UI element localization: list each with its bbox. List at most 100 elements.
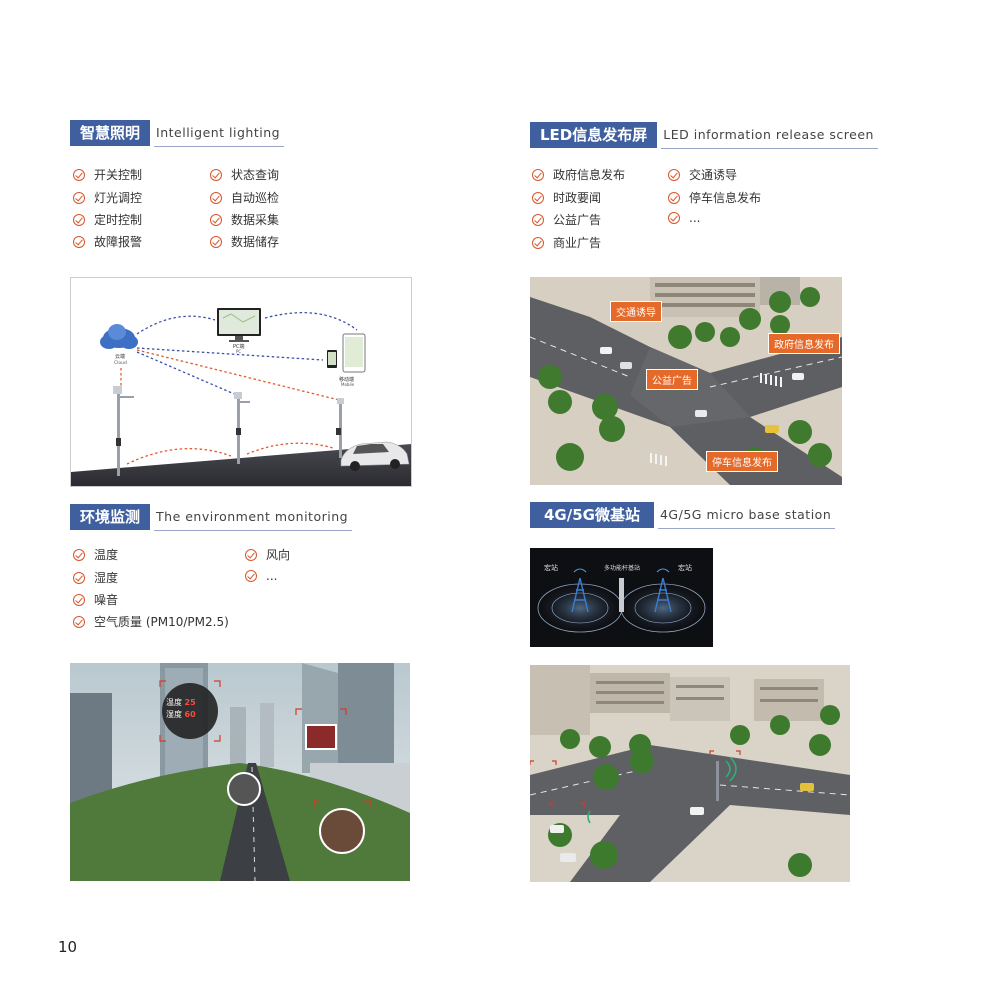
check-icon: [532, 236, 544, 249]
check-icon: [73, 191, 85, 204]
temperature-label: 温度: [166, 698, 182, 707]
check-icon: [210, 235, 222, 248]
humidity-value: 60: [184, 710, 196, 719]
callout-parking-info: 停车信息发布: [706, 451, 778, 472]
list-item: 空气质量 (PM10/PM2.5): [73, 613, 229, 630]
check-icon: [668, 191, 680, 204]
trees: [548, 705, 840, 877]
monitor-display-icon: [305, 724, 337, 750]
check-icon: [668, 212, 680, 224]
smart-pole-icon: [619, 578, 624, 612]
tower-icon: [654, 577, 672, 613]
check-icon: [668, 168, 680, 181]
check-icon: [73, 571, 85, 584]
list-item: 状态查询: [210, 166, 279, 183]
sensor-display-circle: [162, 683, 218, 739]
cloud-en-label: Cloud: [114, 360, 127, 366]
list-item: 公益广告: [532, 211, 601, 228]
humidity-label: 湿度: [166, 710, 182, 719]
buildings: [530, 665, 824, 735]
check-icon: [245, 570, 257, 582]
list-item: 风向: [245, 546, 290, 563]
list-item: 时政要闻: [532, 189, 601, 206]
led-subtitle: LED information release screen: [661, 122, 878, 149]
check-icon: [73, 615, 85, 628]
base-station-svg: 宏站 多功能杆基站 宏站: [537, 563, 706, 633]
led-title: LED信息发布屏: [530, 122, 658, 148]
base-station-diagram: 宏站 多功能杆基站 宏站: [530, 548, 713, 647]
cloud-icon: [100, 324, 138, 349]
focus-brackets: [530, 750, 741, 807]
check-icon: [532, 191, 544, 204]
soil-sensor-icon: [319, 808, 365, 854]
connection-lines: [120, 312, 358, 401]
lighting-header: 智慧照明 Intelligent lighting: [70, 120, 285, 147]
list-item: 停车信息发布: [668, 189, 761, 206]
lighting-diagram: 云端 Cloud PC端 PC 移动端 Mobile: [70, 277, 412, 487]
lighting-title: 智慧照明: [70, 120, 151, 146]
station-subtitle: 4G/5G micro base station: [657, 502, 836, 529]
page-number: 10: [58, 938, 78, 956]
focus-brackets: [159, 680, 371, 807]
list-item: ...: [245, 569, 277, 583]
signal-wave-icon: [587, 756, 737, 824]
list-item: 交通诱导: [668, 166, 737, 183]
check-icon: [532, 168, 544, 181]
check-icon: [210, 168, 222, 181]
cars: [550, 783, 814, 862]
check-icon: [210, 213, 222, 226]
list-item: 故障报警: [73, 233, 142, 250]
list-item: 商业广告: [532, 234, 601, 251]
check-icon: [532, 213, 544, 226]
signal-wave-icon: [573, 568, 670, 573]
check-icon: [73, 235, 85, 248]
station-city-image: [530, 665, 850, 882]
street-poles: [113, 386, 344, 476]
macro-station-left-label: 宏站: [544, 563, 558, 572]
list-item: 开关控制: [73, 166, 142, 183]
car-icon: [340, 441, 410, 471]
temperature-value: 25: [184, 698, 196, 707]
env-subtitle: The environment monitoring: [154, 504, 353, 531]
list-item: 噪音: [73, 591, 118, 608]
station-title: 4G/5G微基站: [530, 502, 654, 528]
list-item: 定时控制: [73, 211, 142, 228]
macro-station-right-label: 宏站: [678, 563, 692, 572]
env-title: 环境监测: [70, 504, 151, 530]
list-item: 湿度: [73, 569, 118, 586]
list-item: 政府信息发布: [532, 166, 625, 183]
lighting-diagram-svg: 云端 Cloud PC端 PC 移动端 Mobile: [71, 308, 411, 486]
callout-government-info: 政府信息发布: [768, 333, 840, 354]
cars: [600, 347, 804, 433]
pc-en-label: PC: [236, 349, 241, 354]
mobile-icon: [327, 333, 366, 373]
check-icon: [73, 548, 85, 561]
check-icon: [73, 168, 85, 181]
led-city-image: 交通诱导 政府信息发布 公益广告 停车信息发布: [530, 277, 842, 485]
tower-icon: [571, 577, 589, 613]
mobile-en-label: Mobile: [341, 382, 355, 387]
signal-arcs: [126, 442, 334, 465]
check-icon: [210, 191, 222, 204]
mobile-label: 移动端: [339, 376, 354, 383]
noise-sensor-icon: [227, 772, 261, 806]
callout-traffic-guidance: 交通诱导: [610, 301, 662, 322]
list-item: 温度: [73, 546, 118, 563]
pc-monitor-icon: [217, 308, 261, 342]
list-item: 数据储存: [210, 233, 279, 250]
check-icon: [73, 213, 85, 226]
road: [220, 763, 290, 881]
sensor-readings: 温度 25 湿度 60: [166, 697, 196, 721]
smart-pole-station-label: 多功能杆基站: [604, 564, 640, 572]
lighting-subtitle: Intelligent lighting: [154, 120, 285, 147]
list-item: 数据采集: [210, 211, 279, 228]
crosswalks: [650, 373, 782, 466]
led-header: LED信息发布屏 LED information release screen: [530, 122, 878, 149]
station-city-svg: [530, 665, 850, 882]
list-item: ...: [668, 211, 700, 225]
check-icon: [73, 593, 85, 606]
env-city-svg: [70, 663, 410, 881]
list-item: 灯光调控: [73, 189, 142, 206]
callout-public-ads: 公益广告: [646, 369, 698, 390]
pc-label: PC端: [233, 343, 245, 350]
